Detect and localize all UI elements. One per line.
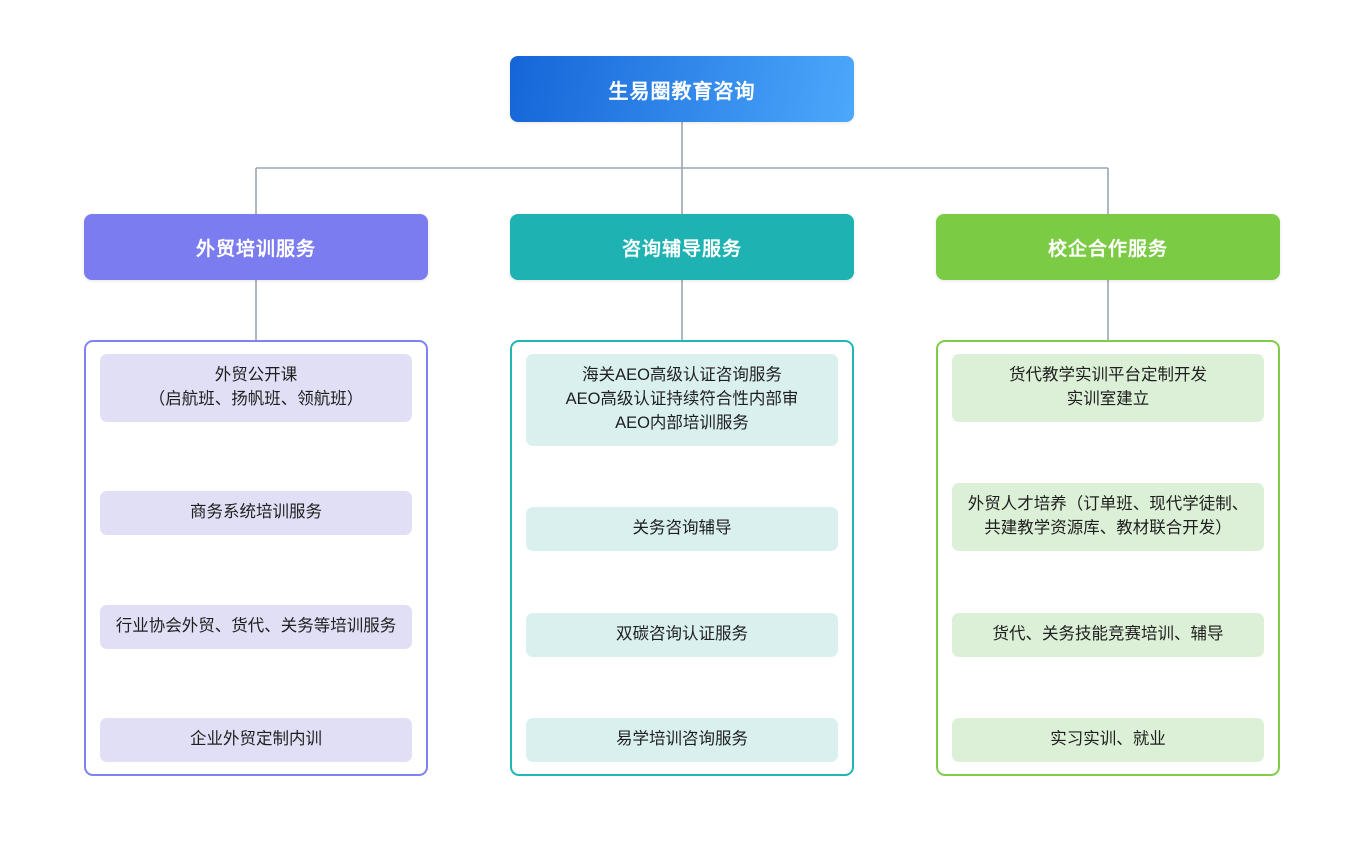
item-card[interactable]: 货代教学实训平台定制开发 实训室建立 [952,354,1264,422]
category-header-0[interactable]: 外贸培训服务 [84,214,428,280]
category-header-label-1: 咨询辅导服务 [621,238,742,260]
category-header-label-2: 校企合作服务 [1047,238,1168,260]
category-column-1: 咨询辅导服务 海关AEO高级认证咨询服务 AEO高级认证持续符合性内部审 AEO… [510,214,854,776]
category-header-label-0: 外贸培训服务 [195,238,316,260]
item-card[interactable]: 易学培训咨询服务 [526,718,838,762]
item-card[interactable]: 商务系统培训服务 [100,491,412,536]
root-node-label: 生易圈教育咨询 [608,80,756,103]
items-container-1: 海关AEO高级认证咨询服务 AEO高级认证持续符合性内部审 AEO内部培训服务 … [510,340,854,776]
category-header-1[interactable]: 咨询辅导服务 [510,214,854,280]
item-card[interactable]: 实习实训、就业 [952,718,1264,762]
item-card[interactable]: 双碳咨询认证服务 [526,612,838,657]
category-column-2: 校企合作服务 货代教学实训平台定制开发 实训室建立 外贸人才培养（订单班、现代学… [936,214,1280,776]
item-card[interactable]: 关务咨询辅导 [526,507,838,552]
item-card[interactable]: 货代、关务技能竞赛培训、辅导 [952,612,1264,657]
category-column-0: 外贸培训服务 外贸公开课 （启航班、扬帆班、领航班） 商务系统培训服务 行业协会… [84,214,428,776]
item-card[interactable]: 外贸人才培养（订单班、现代学徒制、共建教学资源库、教材联合开发） [952,483,1264,552]
category-header-2[interactable]: 校企合作服务 [936,214,1280,280]
item-card[interactable]: 行业协会外贸、货代、关务等培训服务 [100,604,412,649]
item-card[interactable]: 企业外贸定制内训 [100,718,412,762]
item-card[interactable]: 外贸公开课 （启航班、扬帆班、领航班） [100,354,412,422]
items-container-2: 货代教学实训平台定制开发 实训室建立 外贸人才培养（订单班、现代学徒制、共建教学… [936,340,1280,776]
item-card[interactable]: 海关AEO高级认证咨询服务 AEO高级认证持续符合性内部审 AEO内部培训服务 [526,354,838,446]
items-container-0: 外贸公开课 （启航班、扬帆班、领航班） 商务系统培训服务 行业协会外贸、货代、关… [84,340,428,776]
root-node[interactable]: 生易圈教育咨询 [510,56,854,122]
